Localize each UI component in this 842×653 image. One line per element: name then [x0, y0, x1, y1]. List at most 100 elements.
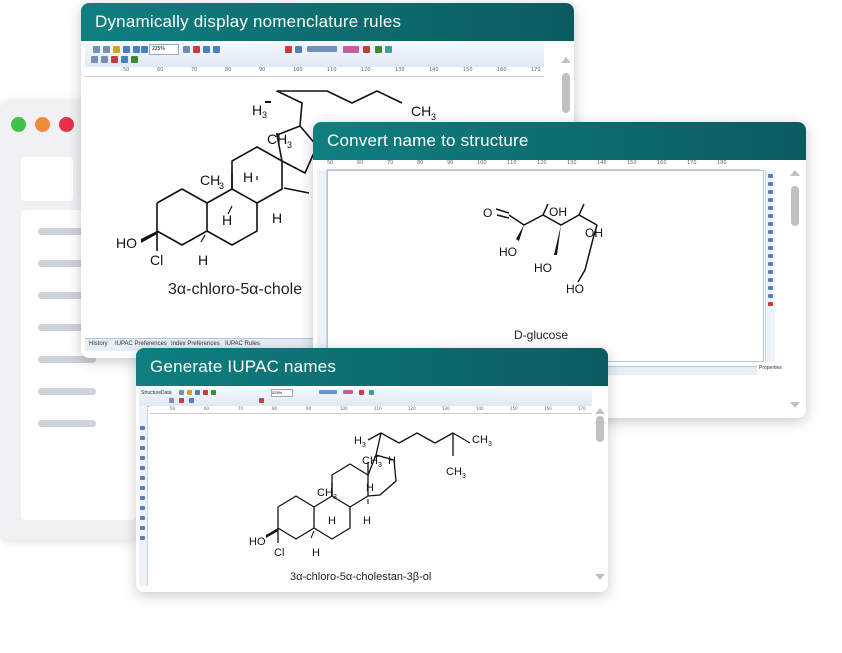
tool-icon[interactable]: [768, 246, 773, 250]
atom-label: CH: [317, 487, 333, 499]
toolbar-icon[interactable]: [211, 390, 216, 395]
tab-structure[interactable]: Structure: [141, 390, 162, 396]
toolbar-icon[interactable]: [359, 390, 364, 395]
toolbar-icon[interactable]: [123, 46, 130, 53]
tool-icon[interactable]: [140, 486, 145, 490]
drawing-canvas[interactable]: [327, 170, 764, 362]
zoom-in-icon[interactable]: [133, 46, 140, 53]
ruler-label: 160: [657, 160, 667, 166]
scroll-down-icon[interactable]: [790, 402, 800, 408]
toolbar-icon[interactable]: [179, 398, 184, 403]
tool-icon[interactable]: [140, 446, 145, 450]
toolbar-icon[interactable]: [343, 390, 353, 394]
ruler-label: 80: [225, 67, 232, 73]
toolbar-icon[interactable]: [385, 46, 392, 53]
tool-icon[interactable]: [140, 436, 145, 440]
scroll-up-icon[interactable]: [561, 57, 571, 63]
vertical-scrollbar[interactable]: [594, 406, 606, 586]
toolbar-icon[interactable]: [183, 46, 190, 53]
atom-label: H: [222, 212, 232, 228]
tool-icon[interactable]: [768, 286, 773, 290]
toolbar-icon[interactable]: [93, 46, 100, 53]
toolbar-icon[interactable]: [307, 46, 337, 52]
tab-history[interactable]: History: [89, 341, 108, 347]
ruler-label: 50: [123, 67, 130, 73]
toolbar-icon[interactable]: [203, 390, 208, 395]
toolbar-icon[interactable]: [259, 398, 264, 403]
toolbar-icon[interactable]: [91, 56, 98, 63]
tool-icon[interactable]: [140, 496, 145, 500]
tool-icon[interactable]: [768, 214, 773, 218]
atom-subscript: 3: [488, 441, 492, 448]
toolbar-icon[interactable]: [295, 46, 302, 53]
tool-icon[interactable]: [768, 174, 773, 178]
tool-icon[interactable]: [768, 182, 773, 186]
scrollbar-thumb[interactable]: [791, 186, 799, 226]
toolbar-icon[interactable]: [375, 46, 382, 53]
tool-icon[interactable]: [768, 190, 773, 194]
toolbar-icon[interactable]: [169, 398, 174, 403]
zoom-select[interactable]: 225%: [149, 44, 179, 55]
tool-icon[interactable]: [768, 206, 773, 210]
zoom-select[interactable]: 225%: [271, 389, 293, 397]
tab-iupac-rules[interactable]: IUPAC Rules: [225, 341, 260, 347]
ruler-label: 120: [537, 160, 547, 166]
tool-icon[interactable]: [768, 278, 773, 282]
toolbar-icon[interactable]: [189, 398, 194, 403]
toolbar-icon[interactable]: [193, 46, 200, 53]
scroll-down-icon[interactable]: [595, 574, 605, 580]
steroid-structure: CH 3 H H H H HO Cl CH 3 H 3 O CH 3: [116, 90, 436, 268]
tab-index-preferences[interactable]: Index Preferences: [171, 341, 220, 347]
tool-icon[interactable]: [140, 516, 145, 520]
tool-icon[interactable]: [768, 230, 773, 234]
tool-icon[interactable]: [140, 536, 145, 540]
tool-icon[interactable]: [140, 466, 145, 470]
toolbar-icon[interactable]: [195, 390, 200, 395]
tool-icon[interactable]: [140, 476, 145, 480]
tool-icon[interactable]: [140, 426, 145, 430]
toolbar-icon[interactable]: [369, 390, 374, 395]
toolbar-icon[interactable]: [113, 46, 120, 53]
toolbar-icon[interactable]: [213, 46, 220, 53]
tab-data[interactable]: Data: [161, 390, 172, 396]
scroll-up-icon[interactable]: [595, 408, 605, 414]
scrollbar-thumb[interactable]: [562, 73, 570, 113]
ruler-label: 140: [476, 406, 484, 411]
toolbar-icon[interactable]: [203, 46, 210, 53]
toolbar-icon[interactable]: [285, 46, 292, 53]
scroll-up-icon[interactable]: [790, 170, 800, 176]
tab-iupac-preferences[interactable]: IUPAC Preferences: [115, 341, 167, 347]
tool-icon[interactable]: [140, 506, 145, 510]
placeholder-line: [38, 228, 96, 235]
toolbar-icon[interactable]: [121, 56, 128, 63]
tool-icon[interactable]: [768, 270, 773, 274]
atom-subscript: 3: [333, 494, 337, 501]
toolbar-icon[interactable]: [131, 56, 138, 63]
toolbar-icon[interactable]: [343, 46, 359, 53]
toolbar-icon[interactable]: [363, 46, 370, 53]
properties-label[interactable]: Properties: [759, 365, 782, 371]
scrollbar-thumb[interactable]: [596, 416, 604, 442]
ruler-label: 170: [531, 67, 541, 73]
tool-icon[interactable]: [768, 294, 773, 298]
tools-panel: [765, 170, 775, 362]
tool-icon[interactable]: [768, 262, 773, 266]
vertical-scrollbar[interactable]: [789, 170, 801, 414]
atom-label: H: [243, 169, 253, 185]
toolbar-icon[interactable]: [179, 390, 184, 395]
toolbar-icon[interactable]: [319, 390, 337, 394]
tool-icon[interactable]: [768, 198, 773, 202]
vertical-scrollbar[interactable]: [560, 51, 572, 351]
atom-label: CH: [411, 103, 431, 119]
zoom-out-icon[interactable]: [141, 46, 148, 53]
toolbar-icon[interactable]: [187, 390, 192, 395]
toolbar-icon[interactable]: [101, 56, 108, 63]
tool-icon[interactable]: [768, 302, 773, 306]
tool-icon[interactable]: [140, 456, 145, 460]
toolbar-icon[interactable]: [103, 46, 110, 53]
toolbar-icon[interactable]: [111, 56, 118, 63]
tool-icon[interactable]: [768, 238, 773, 242]
tool-icon[interactable]: [768, 254, 773, 258]
tool-icon[interactable]: [768, 222, 773, 226]
tool-icon[interactable]: [140, 526, 145, 530]
